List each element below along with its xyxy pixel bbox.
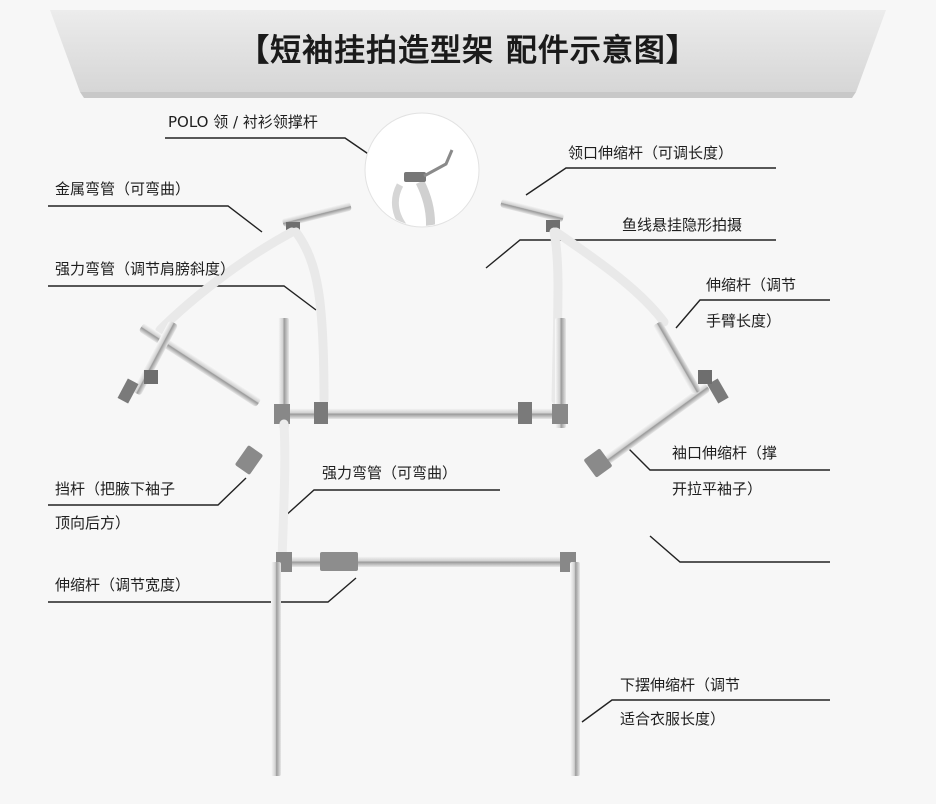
label-arm-telescopic-line1: 伸缩杆（调节 [706,276,796,294]
label-strong-bend-shoulder: 强力弯管（调节肩膀斜度） [55,260,235,278]
right-collar-rod [500,198,564,232]
label-polo-collar: POLO 领 / 衬衫领撑杆 [168,113,318,131]
left-arm-tube [160,232,292,330]
right-arm-tube [556,232,664,322]
leader-blank [650,536,830,562]
leader-metal-bend [48,206,262,232]
page-title: 【短袖挂拍造型架 配件示意图】 [140,26,796,76]
leader-strong-bend [284,490,500,517]
label-neck-telescopic: 领口伸缩杆（可调长度） [568,144,733,162]
title-banner-shadow [80,92,856,98]
shoulder-tubes [160,232,664,400]
label-hem-telescopic-line1: 下摆伸缩杆（调节 [620,676,740,694]
label-fishing-line: 鱼线悬挂隐形拍摄 [622,216,742,234]
label-cuff-telescopic-line2: 开拉平袖子） [672,480,762,498]
leader-polo-collar [165,138,380,162]
label-stopper-line2: 顶向后方） [55,514,130,532]
leader-neck-telescopic [526,168,776,195]
label-metal-bend: 金属弯管（可弯曲） [55,180,190,198]
label-cuff-telescopic-line1: 袖口伸缩杆（撑 [672,444,777,462]
label-stopper-line1: 挡杆（把腋下袖子 [55,480,175,498]
left-shoulder-tube [296,232,324,400]
label-strong-bend: 强力弯管（可弯曲） [322,464,457,482]
lower-frame [271,552,580,776]
leader-fishing-line [486,240,776,268]
polo-collar-detail [365,113,479,232]
label-width-telescopic: 伸缩杆（调节宽度） [55,576,190,594]
left-arm-assembly [118,320,264,475]
middle-bend-tube [282,424,285,560]
label-arm-telescopic-line2: 手臂长度） [706,312,781,330]
label-hem-telescopic-line2: 适合衣服长度） [620,710,725,728]
